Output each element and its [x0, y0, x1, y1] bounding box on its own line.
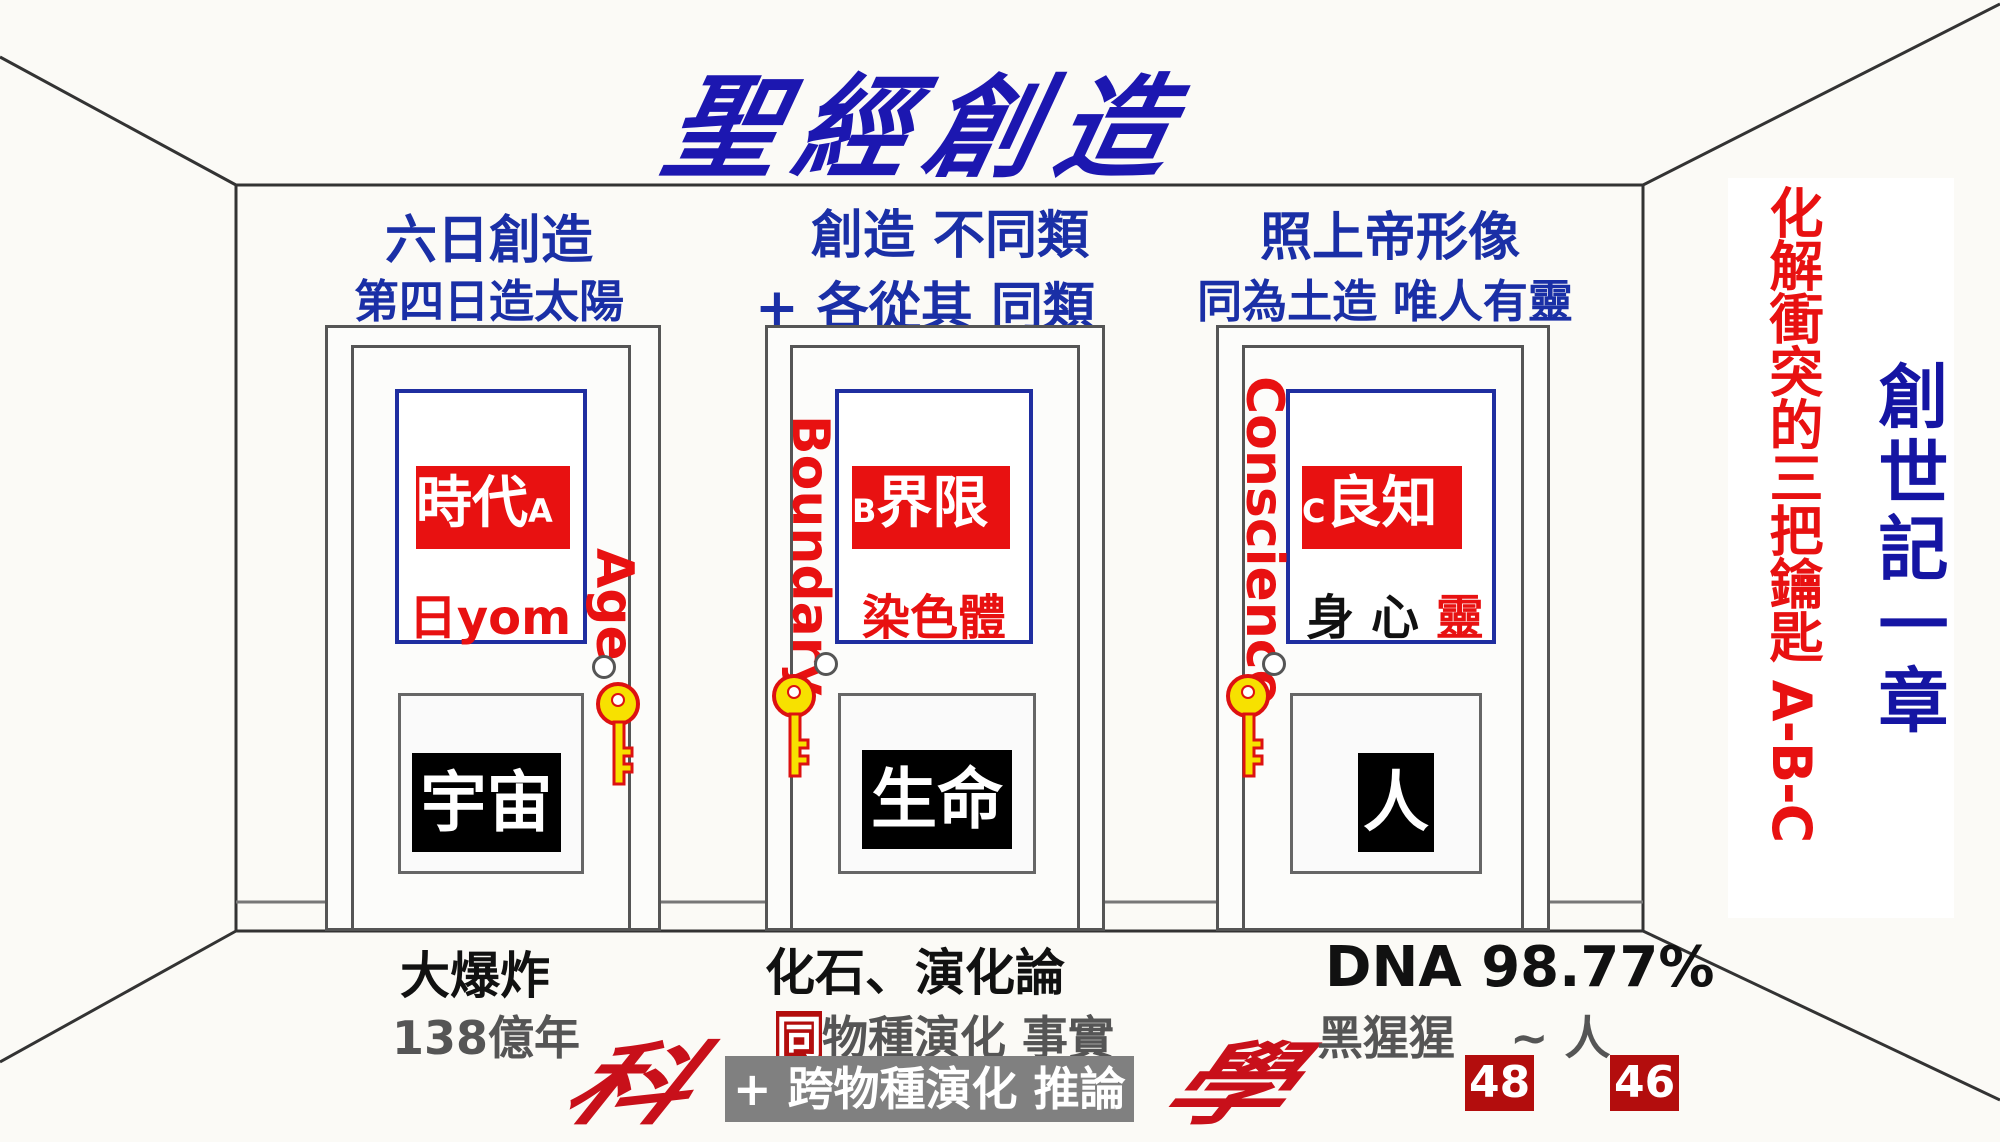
- label-text: 時代: [416, 471, 528, 536]
- spirit-text: 靈: [1435, 590, 1484, 646]
- door1-label: 時代A: [416, 466, 570, 549]
- chromosome-count-human: 46: [1610, 1055, 1680, 1111]
- door1-panel-label: 宇宙: [412, 753, 561, 852]
- label-letter: C: [1302, 492, 1326, 530]
- label-text: 界限: [876, 471, 989, 536]
- door3-heading: 照上帝形像: [1259, 208, 1520, 268]
- label-letter: B: [852, 492, 877, 530]
- label-text: 良知: [1325, 471, 1438, 536]
- door2-heading: 創造 不同類: [810, 206, 1090, 266]
- door3-subheading: 同為土造 唯人有靈: [1197, 275, 1573, 328]
- key-icon: [772, 674, 816, 778]
- page-title: 聖經創造: [654, 64, 1202, 194]
- side-blue-text: 創世記一章: [1867, 360, 1949, 740]
- dna-text: DNA 98.77%: [1325, 935, 1715, 1000]
- door1-sublabel: 日yom: [408, 590, 572, 646]
- key-icon: [596, 682, 640, 786]
- key-icon: [1226, 674, 1270, 778]
- door1-knob[interactable]: [592, 655, 616, 679]
- chromosome-count-chimp: 48: [1465, 1055, 1535, 1111]
- door1-subheading: 第四日造太陽: [353, 275, 624, 328]
- door2-sublabel: 染色體: [861, 590, 1006, 646]
- door2-panel-label: 生命: [862, 750, 1012, 849]
- door2-label: B界限: [852, 466, 1010, 549]
- fossil-evolution-text: 化石、演化論: [765, 944, 1065, 1002]
- label-letter: A: [528, 492, 553, 530]
- door3-sublabel: 身 心 靈: [1300, 578, 1490, 648]
- door1-heading: 六日創造: [384, 211, 593, 271]
- macroevolution-text: + 跨物種演化 推論: [725, 1056, 1134, 1122]
- door2-knob[interactable]: [814, 652, 838, 676]
- side-panel: [1728, 178, 1954, 918]
- door3-label: C良知: [1302, 466, 1462, 549]
- body-mind-text: 身 心: [1306, 590, 1419, 646]
- age-text: 138億年: [392, 1011, 581, 1065]
- side-red-text: 化解衝突的三把鑰匙 A-B-C: [1760, 185, 1823, 843]
- big-bang-text: 大爆炸: [400, 947, 550, 1005]
- door3-knob[interactable]: [1262, 652, 1286, 676]
- door3-panel-label: 人: [1358, 753, 1434, 852]
- chimp-text: 黑猩猩: [1317, 1011, 1455, 1065]
- door1-vertical-word: Age: [584, 548, 644, 661]
